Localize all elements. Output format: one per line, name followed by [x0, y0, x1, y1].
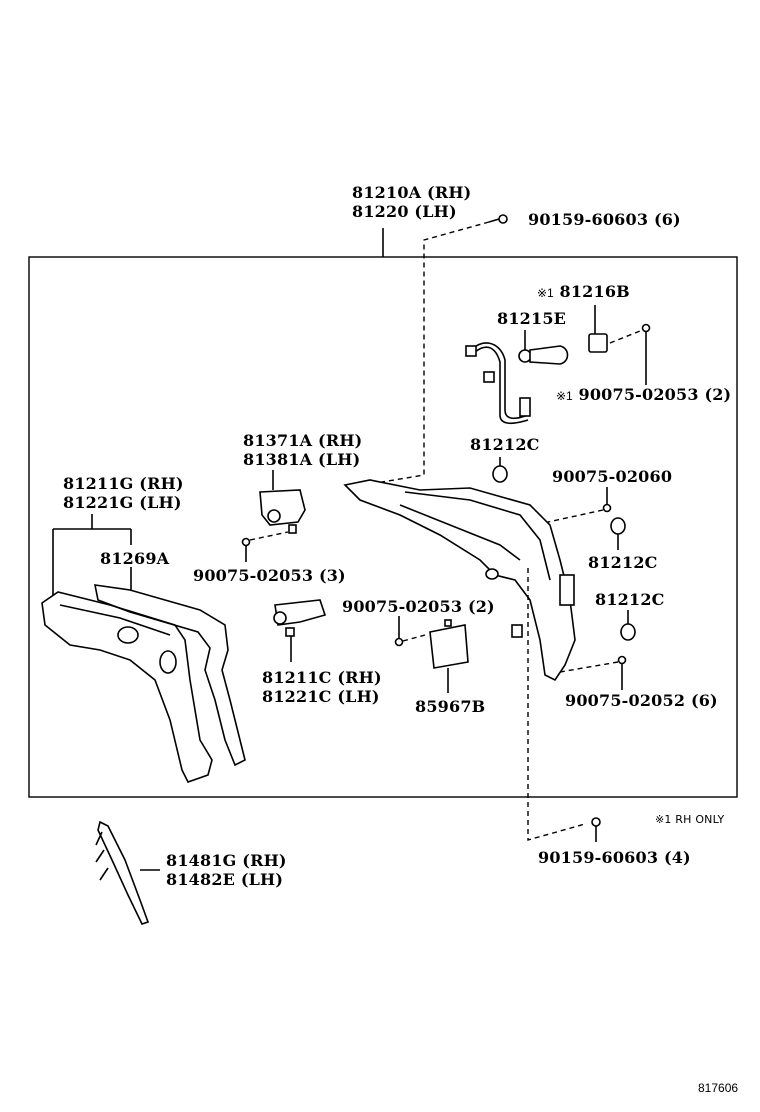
label-bolt-bottom: 90159-60603 (4) [538, 848, 691, 867]
label-bolt-top: 90159-60603 (6) [528, 210, 681, 229]
leader-screw-rh [609, 330, 641, 344]
part-number: 81216B [559, 282, 630, 301]
part-number: 81371A (RH) [243, 431, 363, 450]
label-81481g: 81481G (RH) 81482E (LH) [166, 851, 287, 889]
part-number: 90075-02053 (3) [193, 566, 346, 585]
bolt-icon [488, 214, 508, 224]
screw-icon [394, 616, 404, 647]
footnote-rh-only: ※1 RH ONLY [655, 813, 725, 826]
leader-81211g [52, 514, 132, 595]
lamp-housing-icon [343, 479, 576, 682]
leader-screw-02052 [559, 661, 619, 673]
part-number: 90075-02053 (2) [578, 385, 732, 404]
screw-icon [602, 487, 612, 513]
label-81211g: 81211G (RH) 81221G (LH) [63, 474, 184, 512]
part-number: 85967B [415, 697, 486, 716]
label-81216b: ※1 81216B [537, 282, 630, 301]
label-81212c-top: 81212C [470, 435, 540, 454]
label-81212c-low: 81212C [595, 590, 665, 609]
part-number: 81215E [497, 309, 567, 328]
part-number: 81220 (LH) [352, 202, 457, 221]
label-85967b: 85967B [415, 697, 485, 716]
note-marker: ※1 [556, 389, 573, 403]
part-number: 81482E (LH) [166, 870, 284, 889]
part-number: 81221G (LH) [63, 493, 182, 512]
leader-bolt-top [369, 221, 490, 485]
note-marker: ※1 [537, 286, 554, 300]
part-number: 90159-60603 (4) [538, 848, 691, 867]
label-screw-2: 90075-02053 (2) [342, 597, 495, 616]
part-number: 90075-02060 [552, 467, 673, 486]
label-81211c: 81211C (RH) 81221C (LH) [262, 668, 382, 706]
grommet-icon [492, 457, 508, 483]
part-number: 90075-02053 (2) [342, 597, 495, 616]
part-number: 81211C (RH) [262, 668, 382, 687]
label-screw-02052: 90075-02052 (6) [565, 691, 718, 710]
socket-81216b-icon [588, 305, 608, 353]
part-number: 81212C [595, 590, 665, 609]
label-81215e: 81215E [497, 309, 566, 328]
screw-icon [241, 537, 251, 562]
leader-screw-3 [249, 531, 289, 541]
label-assy: 81210A (RH) 81220 (LH) [352, 183, 471, 221]
part-number: 81211G (RH) [63, 474, 184, 493]
bolt-icon [591, 817, 601, 842]
actuator-81371a-icon [259, 470, 306, 534]
leader-bolt-bottom [527, 568, 586, 841]
actuator-81211c-icon [273, 599, 327, 662]
trim-strip-81481g-icon [95, 820, 160, 925]
screw-icon [641, 323, 651, 385]
part-number: 90159-60603 (6) [528, 210, 681, 229]
lamp-housing-81211g-icon [41, 591, 213, 783]
leader-screw-02060 [547, 509, 604, 523]
wire-harness-81215e-icon [465, 330, 569, 425]
part-number: 81212C [470, 435, 540, 454]
label-screw-3: 90075-02053 (3) [193, 566, 346, 585]
grommet-icon [610, 517, 626, 550]
part-number: 81210A (RH) [352, 183, 472, 202]
label-screw-rh: ※1 90075-02053 (2) [556, 385, 731, 404]
part-number: 81221C (LH) [262, 687, 380, 706]
part-number: 81269A [100, 549, 170, 568]
figure-number: 817606 [698, 1081, 739, 1095]
label-81269a: 81269A [100, 549, 169, 568]
gasket-81269a-icon [93, 584, 246, 767]
part-number: 81481G (RH) [166, 851, 287, 870]
grommet-icon [620, 610, 636, 641]
assembly-frame [28, 256, 738, 798]
part-number: 90075-02052 (6) [565, 691, 718, 710]
leader-screw-2 [402, 634, 426, 642]
label-81212c-mid: 81212C [588, 553, 658, 572]
part-number: 81212C [588, 553, 658, 572]
label-81371a: 81371A (RH) 81381A (LH) [243, 431, 362, 469]
part-number: 81381A (LH) [243, 450, 361, 469]
screw-icon [617, 655, 627, 690]
control-module-85967b-icon [429, 619, 469, 693]
label-screw-02060: 90075-02060 [552, 467, 672, 486]
